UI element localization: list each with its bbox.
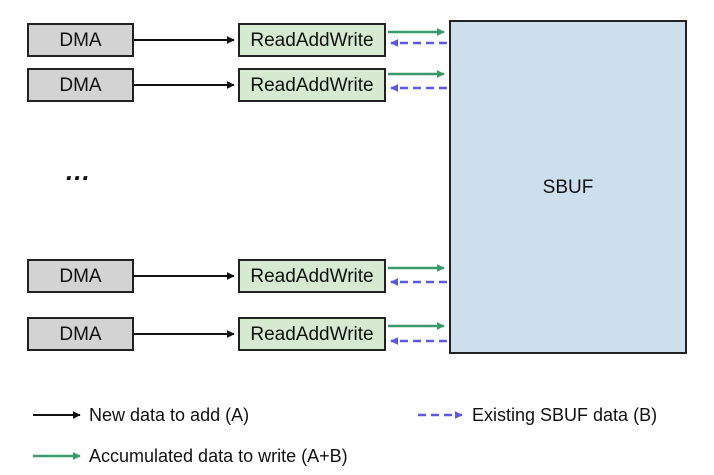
ellipsis: ...: [66, 156, 91, 186]
dma-label: DMA: [59, 323, 102, 345]
sbuf-label: SBUF: [542, 176, 594, 198]
readaddwrite-label: ReadAddWrite: [250, 323, 374, 345]
legend-accumulated-label: Accumulated data to write (A+B): [89, 446, 348, 466]
dma-label: DMA: [59, 29, 102, 51]
dma-box-4: DMA: [27, 317, 134, 351]
dma-label: DMA: [59, 74, 102, 96]
legend-existing-label: Existing SBUF data (B): [472, 405, 658, 425]
readaddwrite-label: ReadAddWrite: [250, 74, 374, 96]
readaddwrite-label: ReadAddWrite: [250, 29, 374, 51]
legend-new-data-label: New data to add (A): [89, 405, 250, 425]
dma-box-1: DMA: [27, 23, 134, 57]
readaddwrite-box-4: ReadAddWrite: [238, 317, 386, 351]
readaddwrite-box-1: ReadAddWrite: [238, 23, 386, 57]
readaddwrite-label: ReadAddWrite: [250, 265, 374, 287]
sbuf-box: SBUF: [449, 20, 687, 354]
readaddwrite-box-3: ReadAddWrite: [238, 259, 386, 293]
readaddwrite-box-2: ReadAddWrite: [238, 68, 386, 102]
dma-box-2: DMA: [27, 68, 134, 102]
dma-label: DMA: [59, 265, 102, 287]
dma-box-3: DMA: [27, 259, 134, 293]
